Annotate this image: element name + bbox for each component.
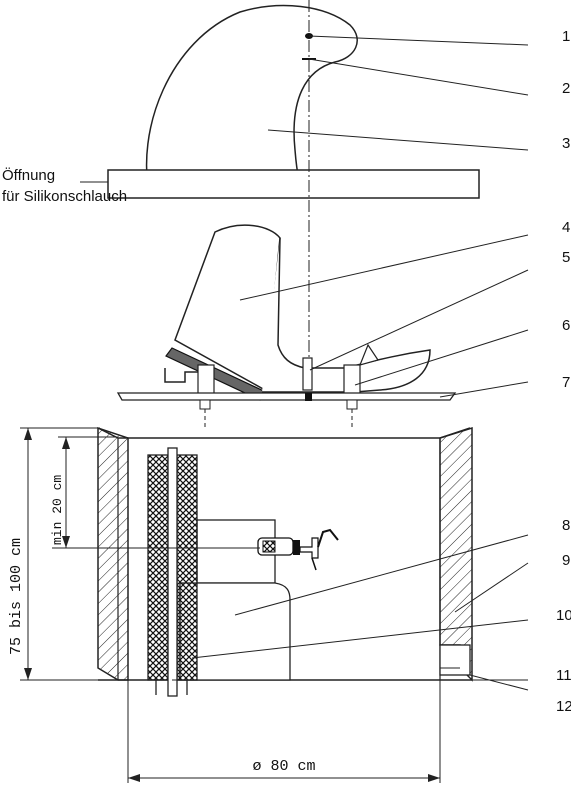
burner-arm: [262, 237, 431, 393]
gas-connector: [164, 368, 200, 383]
hood-base-plate: [107, 169, 480, 199]
wall-right: [439, 426, 473, 682]
support-plate-7: [116, 392, 457, 401]
callout-10: 10: [556, 607, 571, 624]
diameter-dimension-label: ø 80 cm: [252, 758, 315, 775]
cylinder-housing: [97, 426, 473, 682]
callout-4: 4: [562, 219, 570, 236]
callout-8: 8: [562, 517, 570, 534]
callout-9: 9: [562, 552, 570, 569]
callout-leaders: [172, 35, 529, 691]
callout-12: 12: [556, 698, 571, 715]
callout-numbers: 1 2 3 4 5 6 7 8 9 10 11 12: [556, 28, 571, 715]
burner-tilted-body: [174, 224, 281, 392]
callout-5: 5: [562, 249, 570, 266]
callout-11: 11: [556, 667, 571, 684]
insulation-right: [176, 454, 198, 681]
callout-3: 3: [562, 135, 570, 152]
screw-5: [302, 357, 313, 391]
opening-label-line2: für Silikonschlauch: [2, 188, 127, 205]
height-dimension: 75 bis 100 cm: [8, 427, 100, 681]
insulation-left: [147, 454, 169, 681]
burner-assembly: [116, 224, 457, 430]
callout-6: 6: [562, 317, 570, 334]
gas-bottle: [179, 519, 339, 681]
hood-part: [107, 4, 480, 199]
tube-11: [167, 447, 178, 697]
height-dimension-label: 75 bis 100 cm: [8, 538, 25, 655]
callout-2: 2: [562, 80, 570, 97]
callout-1: 1: [562, 28, 570, 45]
min-dimension-label: min 20 cm: [50, 475, 65, 545]
insulation-wall: [147, 447, 198, 697]
wall-left: [97, 426, 129, 681]
min-dimension: min 20 cm: [50, 436, 260, 549]
callout-7: 7: [562, 374, 570, 391]
part-12-block: [439, 644, 471, 676]
diameter-dimension: ø 80 cm: [127, 680, 441, 783]
opening-label-line1: Öffnung: [2, 166, 55, 184]
